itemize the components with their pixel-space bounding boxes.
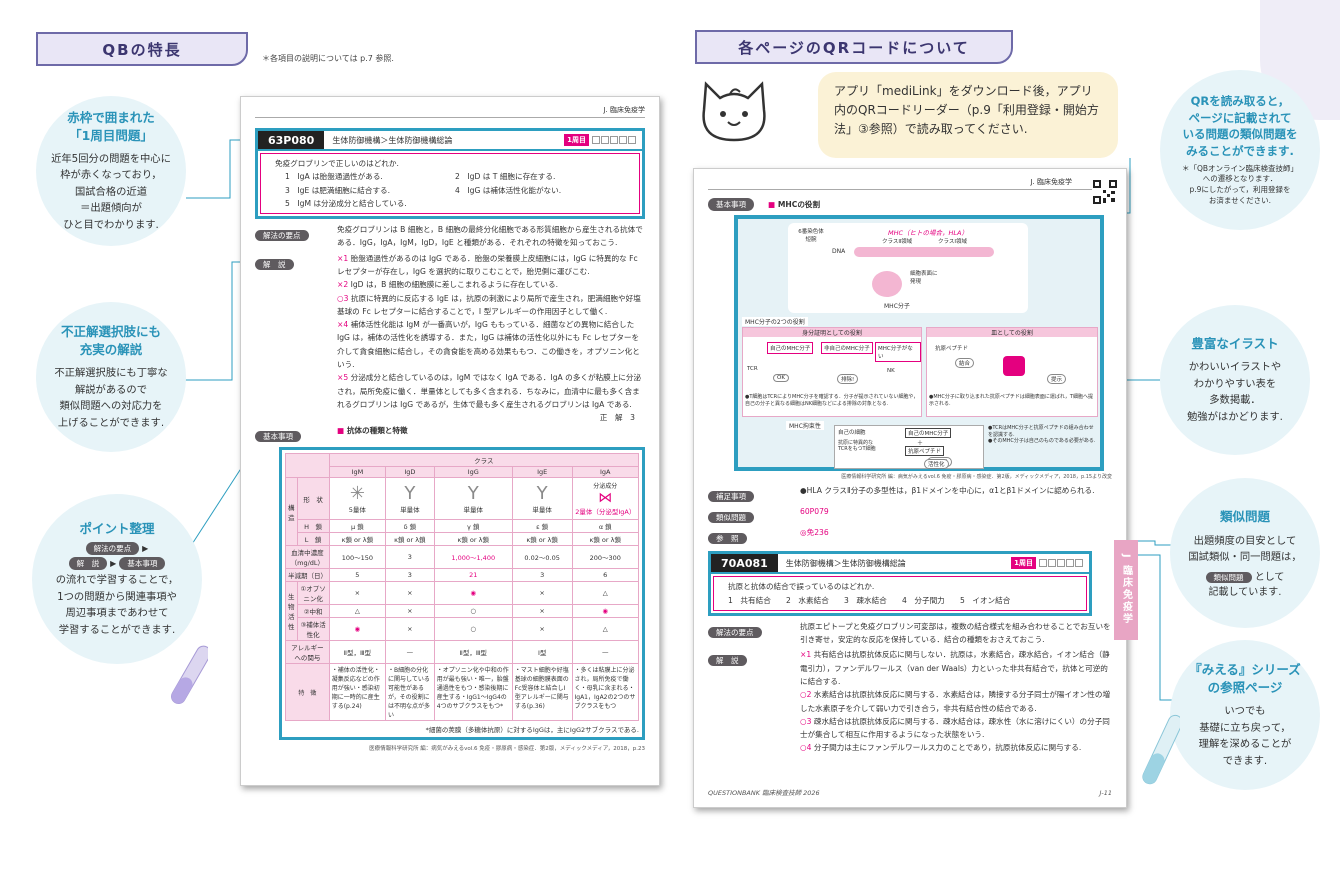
- supp-text: ●HLA クラスⅡ分子の多型性は，β1ドメインを中心に，α1とβ1ドメインに認め…: [800, 486, 1095, 496]
- bubble-title: 『みえる』シリーズ の参照ページ: [1189, 661, 1301, 696]
- expl-item: ○4 分子間力は主にファンデルワールス力のことであり，抗原抗体反応に関与する.: [800, 743, 1082, 753]
- test-tube-icon: [171, 645, 208, 704]
- bubble-wrong-choices: 不正解選択肢にも 充実の解説 不正解選択肢にも丁寧な 解説があるので 類似問題へ…: [36, 302, 186, 452]
- diagram-credit: 医療情報科学研究所 編：病気がみえるvol.6 免疫・膠原病・感染症．第2版，メ…: [841, 474, 1112, 481]
- expl-item: ×1 共有結合は抗原抗体反応に関与しない．抗原は，水素結合，疎水結合，イオン結合…: [800, 650, 1110, 686]
- page-header: J. 臨床免疫学: [708, 177, 1112, 190]
- question-text: 免疫グロブリンで正しいのはどれか.: [275, 159, 399, 168]
- option: 3 IgE は肥満細胞に結合する.: [285, 185, 391, 195]
- mhc-title: MHCの役割: [777, 200, 821, 209]
- qr-code-icon[interactable]: [1092, 179, 1118, 205]
- check-boxes[interactable]: [1039, 559, 1083, 568]
- point-text: 免疫グロブリンは B 細胞と，B 細胞の最終分化細胞である形質細胞から産生される…: [337, 225, 643, 248]
- left-page: J. 臨床免疫学 63P080 生体防御機構＞生体防御機構総論 1周目 免疫グロ…: [240, 96, 660, 786]
- check-boxes[interactable]: [592, 136, 636, 144]
- question-category: 生体防御機構＞生体防御機構総論: [332, 135, 453, 145]
- bubble-first-round: 赤枠で囲まれた 「1周目問題」 近年5回分の問題を中心に 枠が赤くなっており， …: [36, 96, 186, 246]
- bubble-similar: 類似問題 出題頻度の目安として 国試類似・同一問題は， 類似問題 として 記載し…: [1170, 478, 1320, 628]
- bubble-body: の流れで学習することで， 1つの問題から関連事項や 周辺事項まであわせて 学習す…: [55, 574, 179, 636]
- left-tab-title: QBの特長: [36, 32, 248, 66]
- tag-expl: 解 説: [68, 557, 108, 571]
- bubble-body: かわいいイラストや わかりやすい表を 多数掲載． 勉強がはかどります.: [1187, 361, 1283, 423]
- bubble-mieru: 『みえる』シリーズ の参照ページ いつでも 基礎に立ち戻って， 理解を深めること…: [1170, 640, 1320, 790]
- option: 2 IgD は T 細胞に存在する.: [455, 172, 556, 182]
- col-head: IgG: [433, 466, 513, 479]
- expl-item: ×2 IgD は，B 細胞の細胞膜に差しこまれるように存在している.: [337, 280, 559, 290]
- bubble-body: いつでも 基礎に立ち戻って， 理解を深めることが できます.: [1198, 705, 1292, 767]
- label-basic: 基本事項: [255, 431, 301, 443]
- col-head: IgD: [385, 466, 435, 479]
- side-tab: J 臨床免疫学: [1114, 540, 1138, 640]
- bubble-title: QRを読み取ると， ページに記載されて いる問題の類似問題を みることができます…: [1182, 93, 1298, 158]
- options-row: 1 共有結合 2 水素結合 3 疎水結合 4 分子間力 5 イオン結合: [728, 595, 1011, 605]
- bubble-body: ＊「QBオンライン臨床検査技師」 への遷移となります． p.9にしたがって，利用…: [1181, 163, 1299, 206]
- option: 4 IgG は補体活性化能がない.: [455, 185, 562, 195]
- label-expl: 解 説: [255, 258, 294, 270]
- expl-item: ○3 抗原に特異的に反応する IgE は，抗原の刺激により局所で産生され，肥満細…: [337, 293, 641, 316]
- bubble-qr: QRを読み取ると， ページに記載されて いる問題の類似問題を みることができます…: [1160, 70, 1320, 230]
- bubble-title: 赤枠で囲まれた 「1周目問題」: [67, 109, 155, 143]
- expl-item: ○2 水素結合は抗原抗体反応に関与する．水素結合は，隣接する分子同士が陽イオン性…: [800, 690, 1111, 713]
- expl-item: ×5 分泌成分と結合しているのは，IgM ではなく IgA である．IgA の多…: [337, 373, 642, 409]
- label-expl: 解 説: [708, 655, 747, 667]
- bubble-title: 類似問題: [1219, 509, 1270, 525]
- label-supp: 補足事項: [708, 491, 754, 503]
- ref-value: ◎免236: [800, 528, 829, 538]
- cat-mascot-icon: [702, 81, 766, 142]
- test-tube-icon: [1142, 714, 1180, 785]
- table-title: 抗体の種類と特徴: [346, 426, 408, 436]
- bubble-title: 豊富なイラスト: [1191, 336, 1279, 351]
- label-ref: 参 照: [708, 533, 747, 545]
- expl-item: ×1 胎盤通過性があるのは IgG である．胎盤の栄養膜上皮細胞には，IgG に…: [337, 253, 638, 276]
- table-credit: 医療情報科学研究所 編：病気がみえるvol.6 免疫・膠原病・感染症．第2版，メ…: [369, 746, 645, 753]
- left-note: ＊各項目の説明については p.7 参照.: [262, 54, 394, 63]
- answer: 正 解 3: [599, 413, 635, 423]
- bubble-point: ポイント整理 解法の要点▶ 解 説▶ 基本事項 の流れで学習することで， 1つの…: [32, 494, 202, 664]
- col-head: IgA: [571, 466, 639, 479]
- bubble-title: ポイント整理: [79, 521, 155, 536]
- bubble-illust: 豊富なイラスト かわいいイラストや わかりやすい表を 多数掲載． 勉強がはかどり…: [1160, 305, 1310, 455]
- footer-left: QUESTIONBANK 臨床検査技師 2026: [708, 789, 820, 797]
- expl-item: ×4 補体活性化能は IgM が一番高いが，IgG ももっている．細菌などの異物…: [337, 320, 640, 369]
- label-similar: 類似問題: [708, 512, 754, 524]
- speech-bubble: アプリ「mediLink」をダウンロード後，アプリ内のQRコードリーダー（p.9…: [818, 72, 1118, 158]
- bubble-body: 出題頻度の目安として 国試類似・同一問題は，: [1188, 534, 1302, 564]
- table-footnote: *細菌の莢膜（多糖体抗原）に対するIgGは，主にIgG2サブクラスである.: [425, 726, 639, 735]
- tag-basic: 基本事項: [119, 557, 166, 571]
- question-category: 生体防御機構＞生体防御機構総論: [785, 558, 906, 568]
- tag-similar: 類似問題: [1205, 571, 1252, 583]
- bubble-title: 不正解選択肢にも 充実の解説: [60, 323, 161, 358]
- first-round-badge: 1周目: [1011, 557, 1036, 570]
- label-point: 解法の要点: [255, 230, 309, 242]
- similar-value: 60P079: [800, 507, 829, 517]
- right-page: J. 臨床免疫学 基本事項 ■ MHCの役割 6番染色体短腕 MHC（ヒトの場合…: [693, 168, 1127, 808]
- label-point: 解法の要点: [708, 626, 762, 638]
- bubble-body: 近年5回分の問題を中心に 枠が赤くなっており， 国試合格の近道 ＝出題傾向が ひ…: [51, 152, 171, 231]
- question-number: 63P080: [258, 131, 325, 149]
- first-round-badge: 1周目: [564, 134, 589, 146]
- right-tab-title: 各ページのQRコードについて: [695, 30, 1013, 64]
- question-number: 70A081: [711, 554, 778, 573]
- footer-right: J-11: [1099, 789, 1112, 797]
- option: 5 IgM は分泌成分と結合している.: [285, 198, 407, 208]
- col-head: IgE: [511, 466, 573, 479]
- question-text: 抗原と抗体の結合で誤っているのはどれか.: [728, 582, 875, 592]
- page-header: J. 臨床免疫学: [255, 105, 645, 118]
- point-text: 抗原エピトープと免疫グロブリン可変部は，複数の結合様式を組み合わせることでお互い…: [800, 621, 1111, 645]
- mhc-diagram: 6番染色体短腕 MHC（ヒトの場合，HLA） クラスⅡ領域 クラスⅠ領域 DNA…: [734, 215, 1104, 472]
- tag-point: 解法の要点: [85, 542, 140, 556]
- expl-item: ○3 疎水結合は抗原抗体反応に関与する．疎水結合は，疎水性（水に溶けにくい）の分…: [800, 716, 1110, 740]
- option: 1 IgA は胎盤通過性がある.: [285, 172, 383, 182]
- bubble-body: 不正解選択肢にも丁寧な 解説があるので 類似問題への対応力を 上げることができま…: [54, 367, 168, 429]
- label-basic: 基本事項: [708, 198, 754, 212]
- col-head: IgM: [328, 466, 387, 479]
